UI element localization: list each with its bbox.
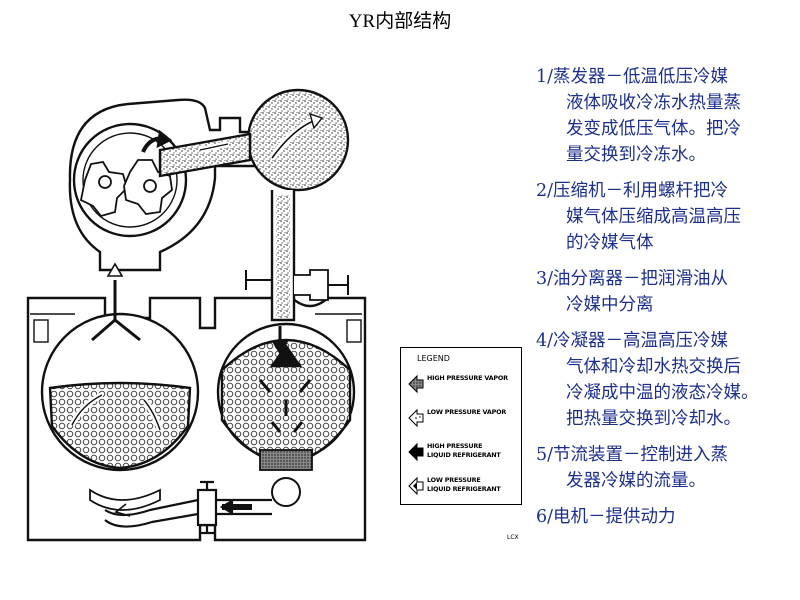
legend-label-line: HIGH PRESSURE — [427, 442, 483, 450]
legend-item-low-pressure-liquid: LOW PRESSURE LIQUID REFRIGERANT — [405, 472, 521, 502]
note-line: 的冷媒气体 — [566, 233, 654, 253]
legend-item-high-pressure-vapor: HIGH PRESSURE VAPOR — [405, 370, 521, 400]
low-pressure-liquid-arrow-icon — [408, 476, 424, 496]
component-notes: 1/蒸发器－低温低压冷媒 液体吸收冷冻水热量蒸 发变成低压气体。把冷 量交换到冷… — [536, 64, 798, 540]
expansion-valve — [196, 488, 218, 527]
legend-label-line: LIQUID REFRIGERANT — [427, 451, 501, 459]
high-pressure-vapor-arrow-icon — [408, 374, 424, 394]
note-line: 把热量交换到冷却水。 — [566, 409, 741, 429]
oil-separator — [245, 88, 350, 322]
note-line: 媒气体压缩成高温高压 — [566, 207, 741, 227]
note-line: 5/节流装置－控制进入蒸 — [536, 445, 729, 465]
note-line: 气体和冷却水热交换后 — [566, 357, 741, 377]
expansion-valve-line — [104, 480, 272, 535]
legend-title: LEGEND — [417, 354, 450, 363]
note-compressor: 2/压缩机－利用螺杆把冷 媒气体压缩成高温高压 的冷媒气体 — [536, 178, 798, 256]
legend-label-line: HIGH PRESSURE VAPOR — [427, 374, 508, 382]
note-line: 发器冷媒的流量。 — [566, 471, 706, 491]
note-line: 1/蒸发器－低温低压冷媒 — [536, 67, 729, 87]
note-evaporator: 1/蒸发器－低温低压冷媒 液体吸收冷冻水热量蒸 发变成低压气体。把冷 量交换到冷… — [536, 64, 798, 168]
legend-label-line: LIQUID REFRIGERANT — [427, 485, 501, 493]
note-line: 发变成低压气体。把冷 — [566, 119, 741, 139]
page-title: YR内部结构 — [348, 11, 452, 32]
oil-valve — [294, 269, 329, 301]
diagram-code: LCX — [507, 534, 519, 541]
low-pressure-vapor-arrow-icon — [408, 408, 424, 428]
flow-arrows-vapor — [271, 326, 289, 355]
note-oil-separator: 3/油分离器－把润滑油从 冷媒中分离 — [536, 266, 798, 318]
note-condenser: 4/冷凝器－高温高压冷媒 气体和冷却水热交换后 冷凝成中温的液态冷媒。 把热量交… — [536, 328, 798, 432]
screw-rotor-left — [79, 161, 129, 218]
note-expansion-device: 5/节流装置－控制进入蒸 发器冷媒的流量。 — [536, 442, 798, 494]
high-pressure-liquid-arrow-icon — [408, 442, 424, 462]
note-line: 4/冷凝器－高温高压冷媒 — [536, 331, 729, 351]
legend-label-line: LOW PRESSURE — [427, 476, 481, 484]
legend-label: HIGH PRESSURE LIQUID REFRIGERANT — [427, 442, 501, 460]
legend-label: HIGH PRESSURE VAPOR — [427, 374, 508, 383]
chiller-cutaway-diagram — [26, 88, 367, 542]
note-line: 冷凝成中温的液态冷媒。 — [566, 383, 759, 403]
base-frame — [26, 296, 367, 542]
note-line: 3/油分离器－把润滑油从 — [536, 269, 729, 289]
discharge-pipe — [158, 132, 252, 178]
legend-label: LOW PRESSURE LIQUID REFRIGERANT — [427, 476, 501, 494]
note-motor: 6/电机－提供动力 — [536, 504, 798, 530]
note-line: 冷媒中分离 — [566, 295, 654, 315]
legend-label: LOW PRESSURE VAPOR — [427, 408, 506, 417]
legend-item-high-pressure-liquid: HIGH PRESSURE LIQUID REFRIGERANT — [405, 438, 521, 468]
note-line: 2/压缩机－利用螺杆把冷 — [536, 181, 729, 201]
note-line: 液体吸收冷冻水热量蒸 — [566, 93, 741, 113]
legend-item-low-pressure-vapor: LOW PRESSURE VAPOR — [405, 404, 521, 434]
note-line: 6/电机－提供动力 — [536, 507, 676, 527]
compressor — [68, 98, 258, 272]
legend-label-line: LOW PRESSURE VAPOR — [427, 408, 507, 416]
condenser — [216, 322, 356, 507]
evaporator — [40, 262, 200, 511]
note-line: 量交换到冷冻水。 — [566, 145, 706, 165]
legend: LEGEND HIGH PRESSURE VAPOR LOW PRESSURE … — [400, 347, 522, 505]
